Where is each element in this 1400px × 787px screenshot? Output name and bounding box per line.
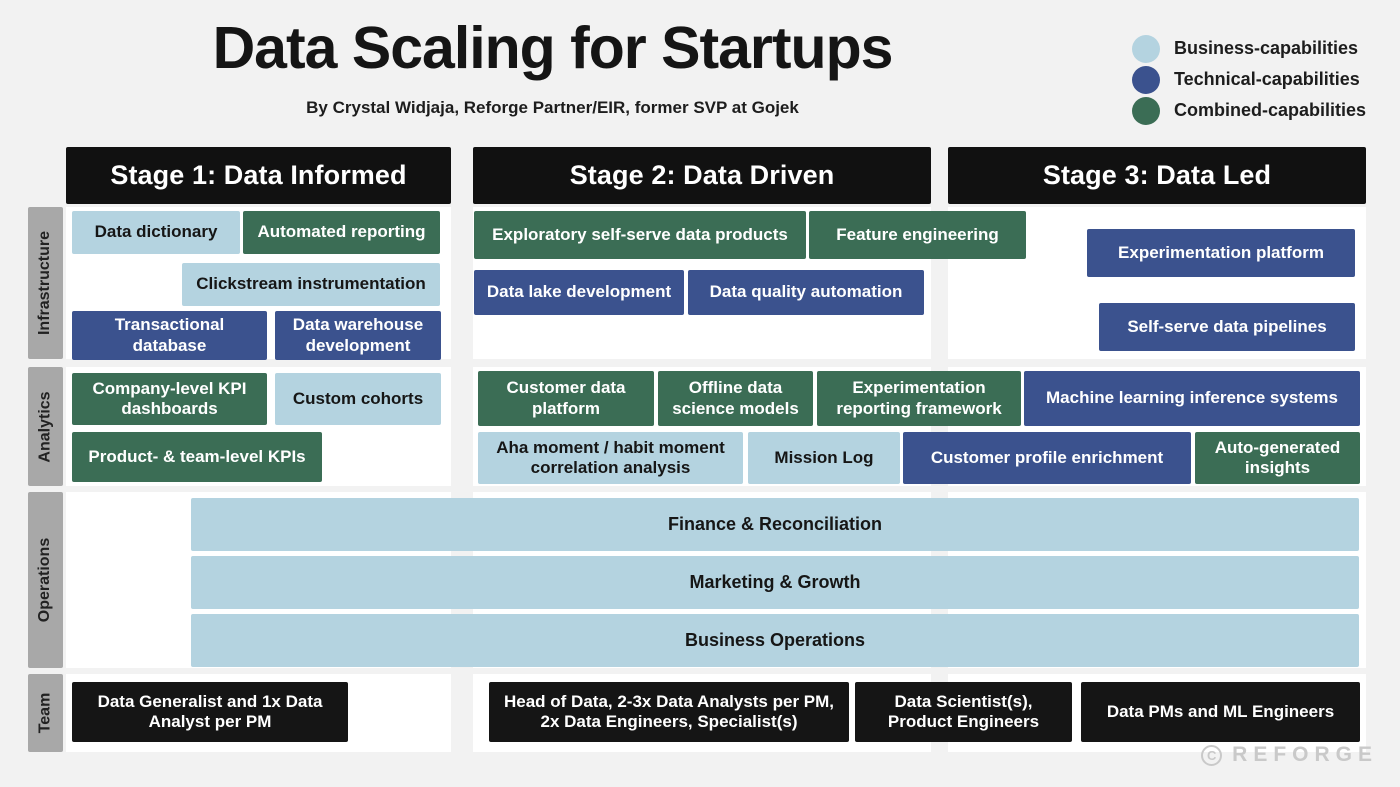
legend-swatch-business-icon: [1132, 34, 1160, 63]
capability-box[interactable]: Experimentation platform: [1087, 229, 1355, 277]
capability-box[interactable]: Exploratory self-serve data products: [474, 211, 806, 259]
capability-box[interactable]: Offline data science models: [658, 371, 813, 426]
legend-item-business: Business-capabilities: [1132, 33, 1366, 64]
capability-box[interactable]: Aha moment / habit moment correlation an…: [478, 432, 743, 484]
page-title: Data Scaling for Startups: [212, 15, 894, 81]
team-box[interactable]: Data PMs and ML Engineers: [1081, 682, 1360, 742]
capability-box[interactable]: Data dictionary: [72, 211, 240, 254]
capability-box[interactable]: Experimentation reporting framework: [817, 371, 1021, 426]
copyright-icon: C: [1201, 744, 1223, 766]
team-box[interactable]: Data Scientist(s), Product Engineers: [855, 682, 1072, 742]
legend-item-technical: Technical-capabilities: [1132, 64, 1366, 95]
capability-box[interactable]: Automated reporting: [243, 211, 440, 254]
capability-box[interactable]: Transactional database: [72, 311, 267, 360]
capability-box[interactable]: Data lake development: [474, 270, 684, 315]
capability-box[interactable]: Auto-generated insights: [1195, 432, 1360, 484]
row-label-infrastructure-text: Infrastructure: [36, 230, 54, 336]
row-label-analytics-text: Analytics: [36, 390, 54, 463]
capability-box[interactable]: Data warehouse development: [275, 311, 441, 360]
legend-swatch-combined-icon: [1132, 96, 1160, 125]
capability-box[interactable]: Machine learning inference systems: [1024, 371, 1360, 426]
legend-label-business: Business-capabilities: [1174, 38, 1359, 58]
capability-box[interactable]: Self-serve data pipelines: [1099, 303, 1355, 351]
stage-header-1[interactable]: Stage 1: Data Informed: [66, 147, 451, 204]
page-subtitle: By Crystal Widjaja, Reforge Partner/EIR,…: [306, 98, 799, 117]
capability-box[interactable]: Product- & team-level KPIs: [72, 432, 322, 482]
capability-box[interactable]: Customer data platform: [478, 371, 654, 426]
capability-box[interactable]: Clickstream instrumentation: [182, 263, 440, 306]
legend-label-technical: Technical-capabilities: [1174, 69, 1360, 89]
legend-swatch-technical-icon: [1132, 65, 1160, 94]
legend-label-combined: Combined-capabilities: [1174, 100, 1367, 120]
capability-box[interactable]: Marketing & Growth: [191, 556, 1359, 609]
capability-box[interactable]: Mission Log: [748, 432, 900, 484]
row-label-team: Team: [28, 674, 63, 752]
reforge-watermark: C REFORGE: [1201, 743, 1378, 767]
row-label-analytics: Analytics: [28, 367, 63, 486]
legend: Business-capabilities Technical-capabili…: [1132, 33, 1366, 126]
capability-box[interactable]: Feature engineering: [809, 211, 1026, 259]
stage-header-3[interactable]: Stage 3: Data Led: [948, 147, 1366, 204]
row-label-team-text: Team: [36, 692, 54, 734]
stage-header-2[interactable]: Stage 2: Data Driven: [473, 147, 931, 204]
legend-item-combined: Combined-capabilities: [1132, 95, 1366, 126]
capability-box[interactable]: Company-level KPI dashboards: [72, 373, 267, 425]
reforge-watermark-label: REFORGE: [1232, 743, 1378, 766]
row-label-operations: Operations: [28, 492, 63, 668]
stage-header-3-label: Stage 3: Data Led: [1042, 160, 1272, 190]
row-label-infrastructure: Infrastructure: [28, 207, 63, 359]
capability-box[interactable]: Customer profile enrichment: [903, 432, 1191, 484]
capability-box[interactable]: Business Operations: [191, 614, 1359, 667]
capability-box[interactable]: Data quality automation: [688, 270, 924, 315]
team-box[interactable]: Data Generalist and 1x Data Analyst per …: [72, 682, 348, 742]
stage-header-2-label: Stage 2: Data Driven: [569, 160, 835, 190]
team-box[interactable]: Head of Data, 2-3x Data Analysts per PM,…: [489, 682, 849, 742]
row-label-operations-text: Operations: [36, 537, 54, 623]
capability-box[interactable]: Finance & Reconciliation: [191, 498, 1359, 551]
stage-header-1-label: Stage 1: Data Informed: [110, 160, 407, 190]
capability-box[interactable]: Custom cohorts: [275, 373, 441, 425]
